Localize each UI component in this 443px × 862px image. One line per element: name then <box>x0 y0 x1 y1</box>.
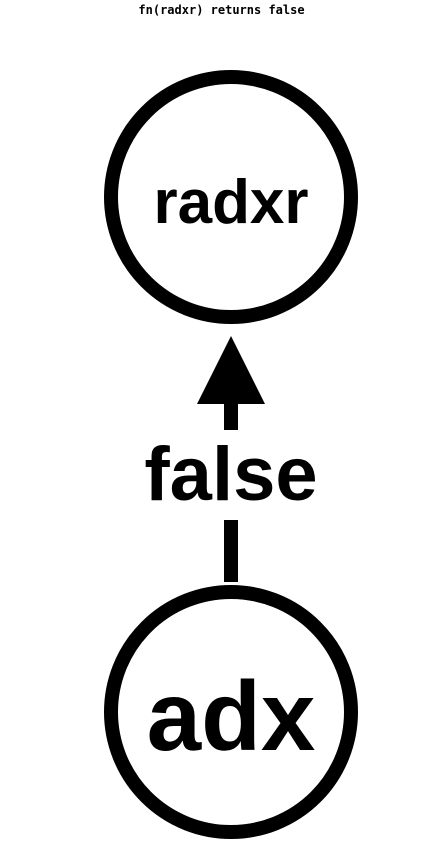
page-title: fn(radxr) returns false <box>138 3 305 17</box>
node-adx-circle <box>104 585 358 839</box>
arrowhead-icon <box>197 336 265 404</box>
node-adx: adx <box>104 585 358 839</box>
edge-adx-to-radxr: false <box>144 336 318 582</box>
node-radxr-label: radxr <box>153 168 308 237</box>
node-radxr-circle <box>104 70 358 324</box>
node-radxr: radxr <box>104 70 358 324</box>
node-adx-label: adx <box>147 661 316 771</box>
edge-label: false <box>144 432 317 517</box>
